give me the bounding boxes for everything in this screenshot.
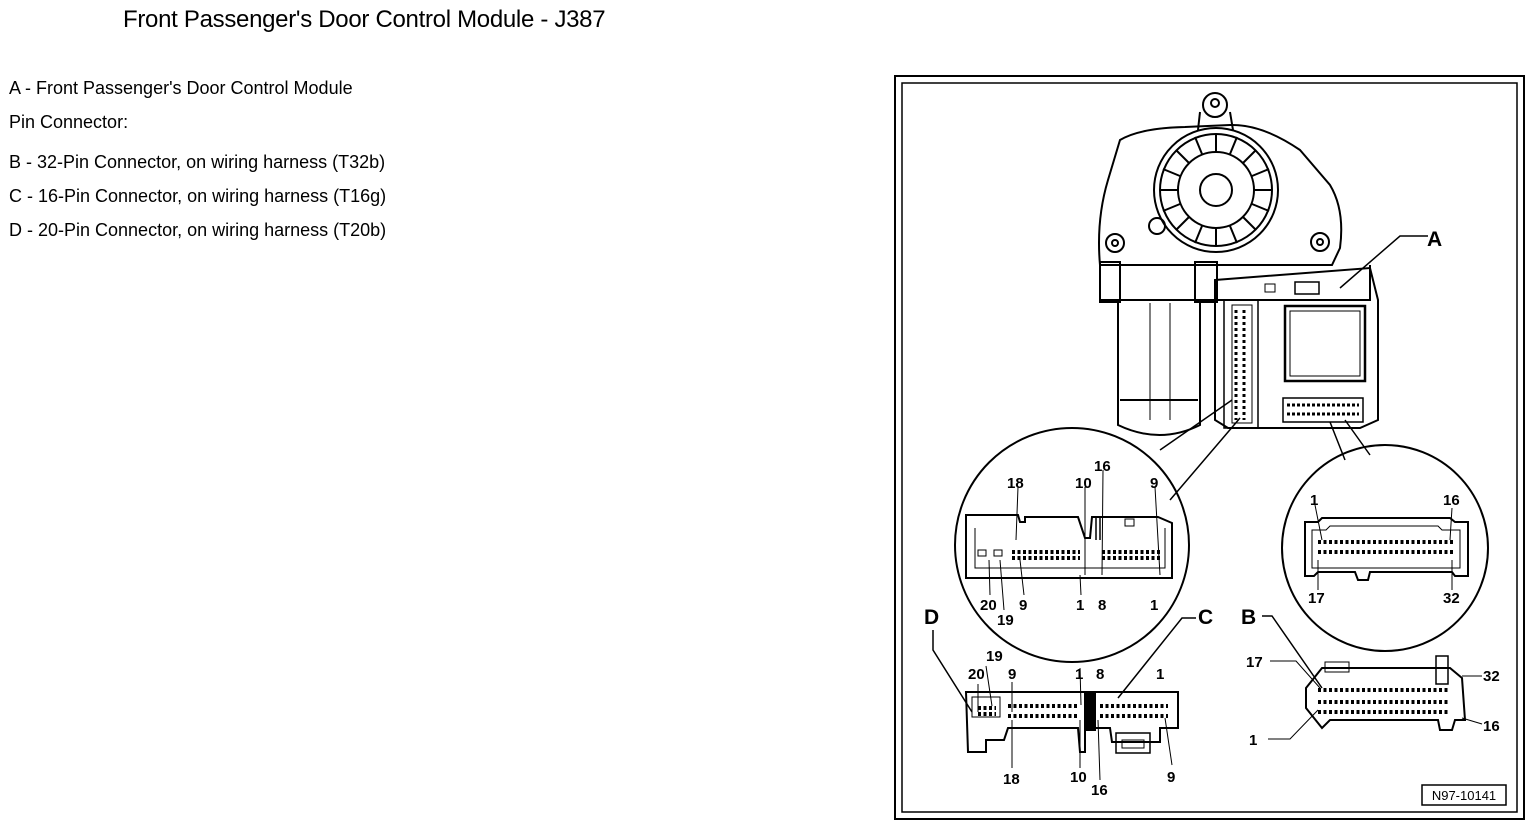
callout-line-c (1117, 617, 1196, 699)
legend: A - Front Passenger's Door Control Modul… (9, 71, 386, 247)
pin-label: 16 (1483, 718, 1500, 735)
pin-label: 9 (1150, 475, 1158, 492)
legend-item-b: B - 32-Pin Connector, on wiring harness … (9, 152, 386, 172)
diagram-inner-frame (901, 82, 1518, 813)
pin-label: 9 (1167, 769, 1175, 786)
pin-label: 1 (1310, 492, 1318, 509)
legend-pin-heading: Pin Connector: (9, 112, 129, 132)
callout-c: C (1198, 606, 1213, 629)
figure-id-box (1421, 784, 1507, 806)
pin-label: 9 (1019, 597, 1027, 614)
pin-label: 1 (1075, 666, 1083, 683)
pin-label: 8 (1098, 597, 1106, 614)
pin-label: 16 (1094, 458, 1111, 475)
pin-label: 1 (1156, 666, 1164, 683)
pin-label: 20 (968, 666, 985, 683)
pin-label: 9 (1008, 666, 1016, 683)
callout-b: B (1241, 606, 1256, 629)
pin-label: 16 (1091, 782, 1108, 799)
page-title: Front Passenger's Door Control Module - … (123, 6, 606, 33)
pin-label: 10 (1075, 475, 1092, 492)
callout-d: D (924, 606, 939, 629)
pin-label: 1 (1249, 732, 1257, 749)
pin-label: 8 (1096, 666, 1104, 683)
connector-d-c (932, 617, 1196, 781)
pin-label: 1 (1150, 597, 1158, 614)
pin-label: 1 (1076, 597, 1084, 614)
callout-line-a (1339, 235, 1428, 289)
callout-line-b (1262, 615, 1323, 689)
pin-label: 32 (1483, 668, 1500, 685)
pin-label: 32 (1443, 590, 1460, 607)
zoom-circle-left (954, 427, 1190, 663)
pin-label: 17 (1308, 590, 1325, 607)
legend-item-d: D - 20-Pin Connector, on wiring harness … (9, 220, 387, 240)
pin-label: 18 (1003, 771, 1020, 788)
callout-a: A (1427, 228, 1442, 251)
legend-item-a: A - Front Passenger's Door Control Modul… (9, 78, 353, 98)
pin-label: 19 (986, 648, 1003, 665)
pin-label: 17 (1246, 654, 1263, 671)
pin-label: 10 (1070, 769, 1087, 786)
door-control-module-assembly (1098, 92, 1428, 501)
callout-line-d (932, 630, 973, 713)
pin-label: 18 (1007, 475, 1024, 492)
legend-item-c: C - 16-Pin Connector, on wiring harness … (9, 186, 387, 206)
diagram-outer-frame (894, 75, 1525, 820)
connector-b (1262, 615, 1483, 740)
pin-label: 19 (997, 612, 1014, 629)
figure-id: N97-10141 (1432, 788, 1496, 803)
zoom-circle-right (1281, 444, 1489, 652)
pin-label: 20 (980, 597, 997, 614)
zoom-line-left (1159, 399, 1241, 501)
pin-label: 16 (1443, 492, 1460, 509)
wiring-diagram: A B C D 18 10 16 9 20 19 9 1 8 1 1 16 17… (894, 75, 1525, 820)
